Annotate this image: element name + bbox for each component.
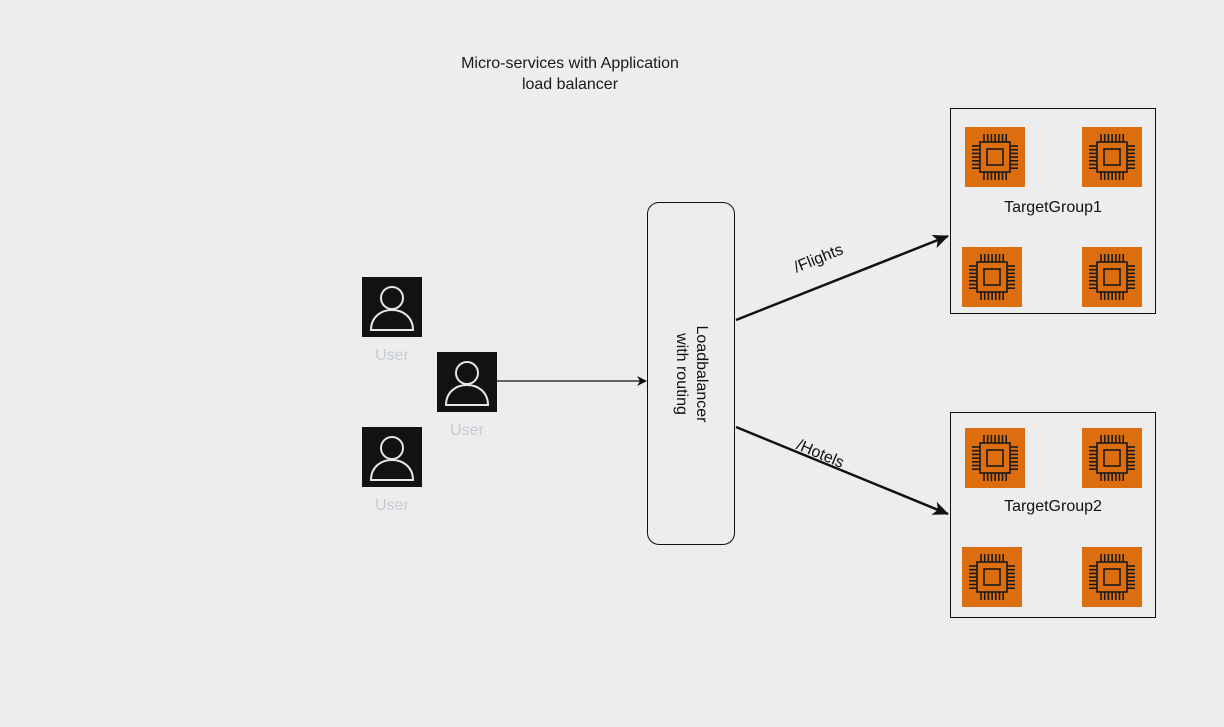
user-icon <box>369 286 415 331</box>
user-label-2: User <box>450 422 484 439</box>
ec2-instance-icon <box>1089 435 1135 481</box>
ec2-instance-icon <box>1089 254 1135 300</box>
targetgroup2-label: TargetGroup2 <box>1004 498 1102 515</box>
diagram-title-line-2: load balancer <box>521 76 619 93</box>
user-icon <box>369 436 415 481</box>
diagram-title: Micro-services with Application load bal… <box>420 53 720 95</box>
targetgroup2-instance-1 <box>965 428 1025 488</box>
user-icon <box>444 361 490 406</box>
targetgroup1-label: TargetGroup1 <box>1004 199 1102 216</box>
targetgroup1-instance-1 <box>965 127 1025 187</box>
ec2-instance-icon <box>1089 554 1135 600</box>
user-label-1: User <box>375 347 409 364</box>
loadbalancer-label: Loadbalancer with routing <box>671 264 711 484</box>
diagram-title-line-1: Micro-services with Application <box>461 55 679 72</box>
user-node-2 <box>437 352 497 412</box>
loadbalancer-label-line-1: Loadbalancer <box>693 325 710 423</box>
targetgroup2-instance-3 <box>962 547 1022 607</box>
ec2-instance-icon <box>1089 134 1135 180</box>
targetgroup2-instance-4 <box>1082 547 1142 607</box>
ec2-instance-icon <box>972 134 1018 180</box>
ec2-instance-icon <box>969 254 1015 300</box>
user-node-1 <box>362 277 422 337</box>
targetgroup1-instance-4 <box>1082 247 1142 307</box>
targetgroup1-instance-2 <box>1082 127 1142 187</box>
user-node-3 <box>362 427 422 487</box>
edge-loadbalancer-to-targetgroup2 <box>735 425 949 516</box>
user-label-3: User <box>375 497 409 514</box>
targetgroup1-instance-3 <box>962 247 1022 307</box>
loadbalancer-label-line-2: with routing <box>673 333 690 415</box>
ec2-instance-icon <box>969 554 1015 600</box>
loadbalancer-node <box>647 202 735 545</box>
ec2-instance-icon <box>972 435 1018 481</box>
targetgroup2-instance-2 <box>1082 428 1142 488</box>
edge-loadbalancer-to-targetgroup1 <box>735 234 949 322</box>
